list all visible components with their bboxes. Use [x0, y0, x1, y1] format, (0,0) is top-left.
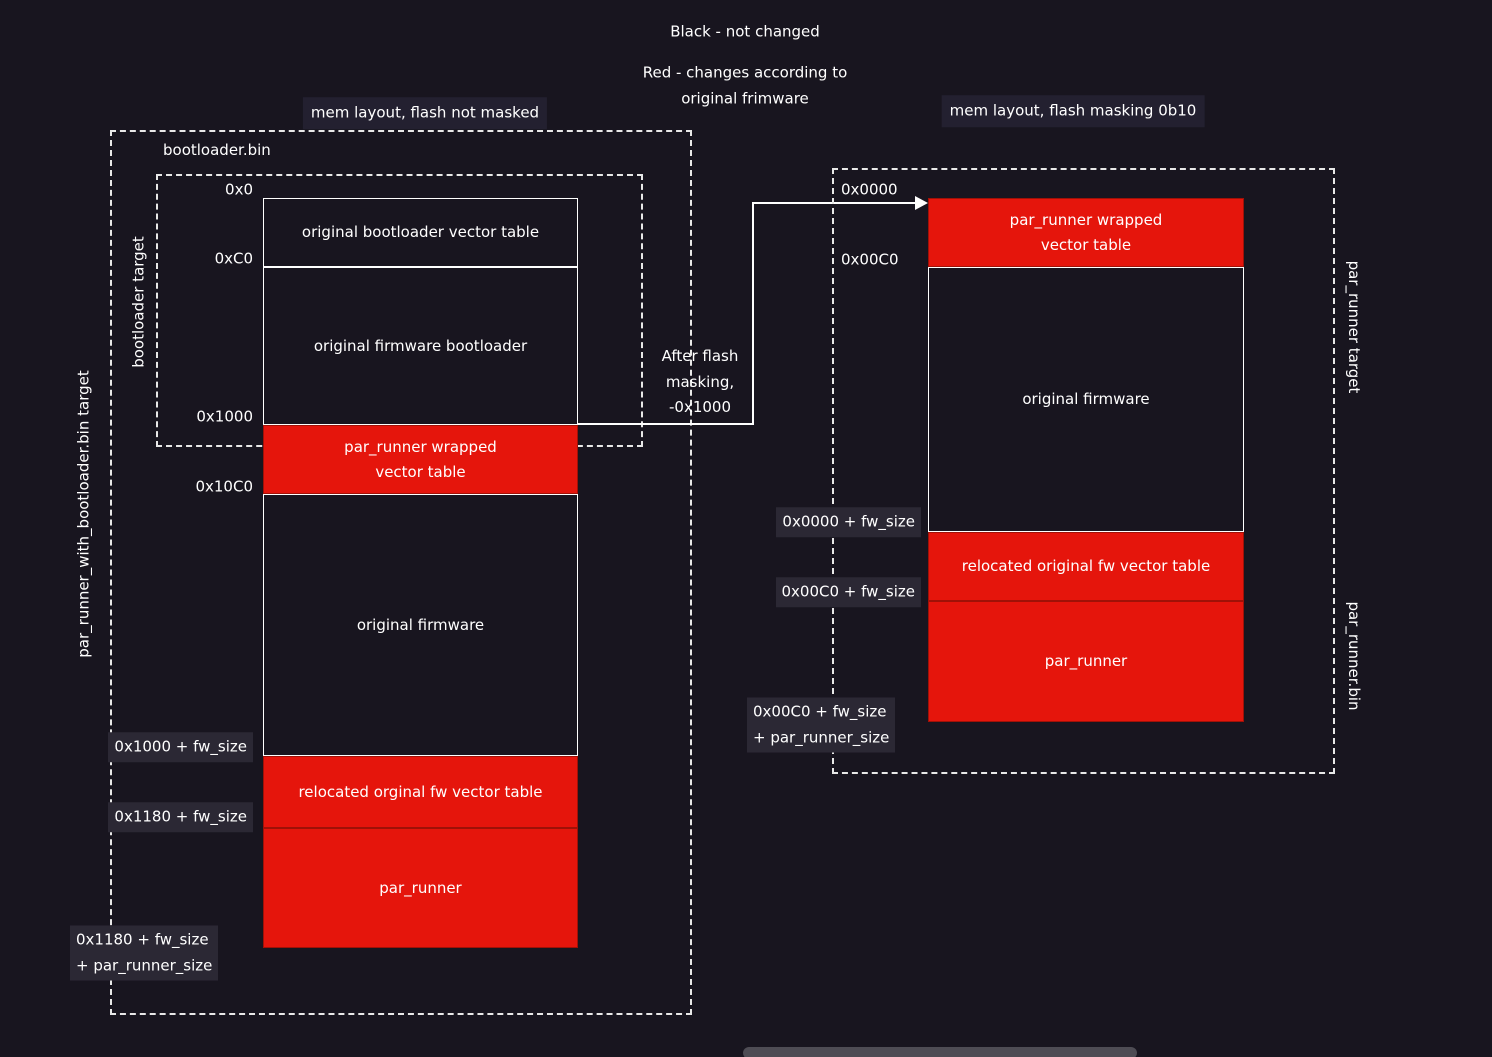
- address-label: 0x0: [225, 180, 253, 199]
- left-outer-dashed-box: [110, 130, 692, 1015]
- address-label: 0x1180 + fw_size: [108, 802, 253, 832]
- memory-block: original firmware: [928, 267, 1244, 532]
- right-file-label: par_runner.bin: [1344, 601, 1363, 711]
- memory-block-label: original firmware: [356, 615, 485, 634]
- horizontal-scrollbar-thumb[interactable]: [743, 1047, 1137, 1057]
- address-label: 0x0000: [841, 180, 898, 199]
- memory-block: par_runner wrapped vector table: [263, 425, 578, 494]
- memory-block: original bootloader vector table: [263, 198, 578, 267]
- right-outer-dashed-box: [832, 168, 1335, 774]
- memory-block: relocated original fw vector table: [928, 532, 1244, 601]
- left-diagram-title: mem layout, flash not masked: [302, 97, 548, 129]
- memory-block-label: par_runner wrapped vector table: [1009, 210, 1163, 254]
- left-file-label: bootloader.bin: [163, 141, 271, 159]
- memory-block: par_runner wrapped vector table: [928, 198, 1244, 267]
- memory-block-label: par_runner: [379, 878, 462, 897]
- memory-block-label: original firmware: [1022, 390, 1150, 409]
- address-label: 0x00C0 + fw_size + par_runner_size: [747, 697, 896, 753]
- memory-block: original firmware bootloader: [263, 267, 578, 425]
- arrow-icon: [915, 196, 928, 210]
- memory-block-label: relocated orginal fw vector table: [298, 782, 543, 801]
- address-label: 0x0000 + fw_size: [776, 507, 921, 537]
- address-label: 0x00C0: [841, 250, 899, 269]
- left-outer-target-label: par_runner_with_bootloader.bin target: [74, 370, 93, 658]
- address-label: 0xC0: [214, 249, 253, 268]
- address-label: 0x1000 + fw_size: [108, 732, 253, 762]
- left-inner-target-label: bootloader target: [129, 236, 148, 368]
- right-target-label: par_runner target: [1344, 260, 1363, 394]
- right-diagram-title: mem layout, flash masking 0b10: [941, 95, 1205, 127]
- connector-line: [578, 423, 754, 425]
- address-label: 0x10C0: [195, 477, 253, 496]
- memory-block: relocated orginal fw vector table: [263, 756, 578, 828]
- memory-block-label: par_runner wrapped vector table: [344, 437, 497, 481]
- memory-block: par_runner: [928, 601, 1244, 722]
- memory-block: par_runner: [263, 828, 578, 948]
- memory-block-label: relocated original fw vector table: [961, 557, 1211, 576]
- memory-block: original firmware: [263, 494, 578, 756]
- address-label: 0x1180 + fw_size + par_runner_size: [70, 925, 219, 981]
- transition-label: After flash masking, -0x1000: [661, 346, 739, 416]
- legend-black-note: Black - not changed: [670, 22, 820, 41]
- legend-red-note: Red - changes according to original frim…: [642, 63, 848, 108]
- memory-block-label: original bootloader vector table: [301, 223, 540, 242]
- address-label: 0x00C0 + fw_size: [775, 577, 921, 607]
- connector-line: [752, 203, 754, 425]
- memory-block-label: original firmware bootloader: [313, 336, 528, 355]
- connector-line: [752, 202, 916, 204]
- memory-block-label: par_runner: [1044, 652, 1128, 671]
- address-label: 0x1000: [196, 407, 253, 426]
